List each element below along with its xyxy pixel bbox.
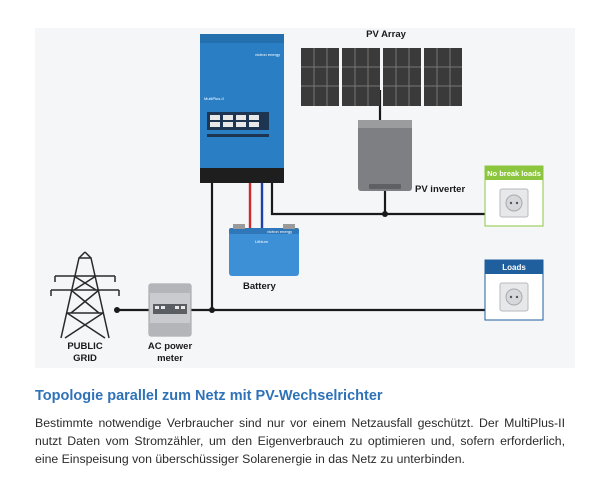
- solar-panel: [342, 48, 380, 106]
- diagram-svg: PV Array PV inverter victron energy Mult…: [50, 29, 544, 364]
- pylon-icon: [50, 251, 120, 339]
- battery-model: Lithium: [255, 239, 269, 244]
- solar-panel: [383, 48, 421, 106]
- solar-panel: [424, 48, 462, 106]
- battery-brand: victron energy: [267, 229, 292, 234]
- section-heading: Topologie parallel zum Netz mit PV-Wechs…: [35, 388, 383, 404]
- bus-junction-dots: [114, 211, 388, 313]
- pv-array-label: PV Array: [366, 29, 406, 40]
- pv-inverter-label: PV inverter: [415, 184, 465, 195]
- system-diagram: PV Array PV inverter victron energy Mult…: [35, 28, 575, 368]
- pv-array: [301, 48, 462, 106]
- public-grid-label-line1: PUBLIC: [67, 341, 103, 352]
- ac-wiring: [117, 90, 485, 312]
- battery-label: Battery: [243, 281, 276, 292]
- loads-label: Loads: [502, 263, 526, 272]
- ac-meter-label-line1: AC power: [148, 341, 193, 352]
- no-break-loads-box: [484, 165, 544, 227]
- public-grid-label-line2: GRID: [73, 353, 97, 364]
- no-break-loads-label: No break loads: [487, 169, 541, 178]
- dc-battery-cables: [248, 183, 264, 228]
- inverter-brand: victron energy: [255, 52, 280, 57]
- pv-inverter: [358, 120, 412, 191]
- section-description: Bestimmte notwendige Verbraucher sind nu…: [35, 416, 565, 466]
- ac-power-meter: [148, 283, 192, 337]
- battery: [229, 224, 299, 276]
- ac-meter-label-line2: meter: [157, 353, 183, 364]
- inverter-model: MultiPlus-II: [204, 96, 224, 101]
- multiplus-inverter: [200, 34, 284, 183]
- loads-box: [484, 259, 544, 321]
- solar-panel: [301, 48, 339, 106]
